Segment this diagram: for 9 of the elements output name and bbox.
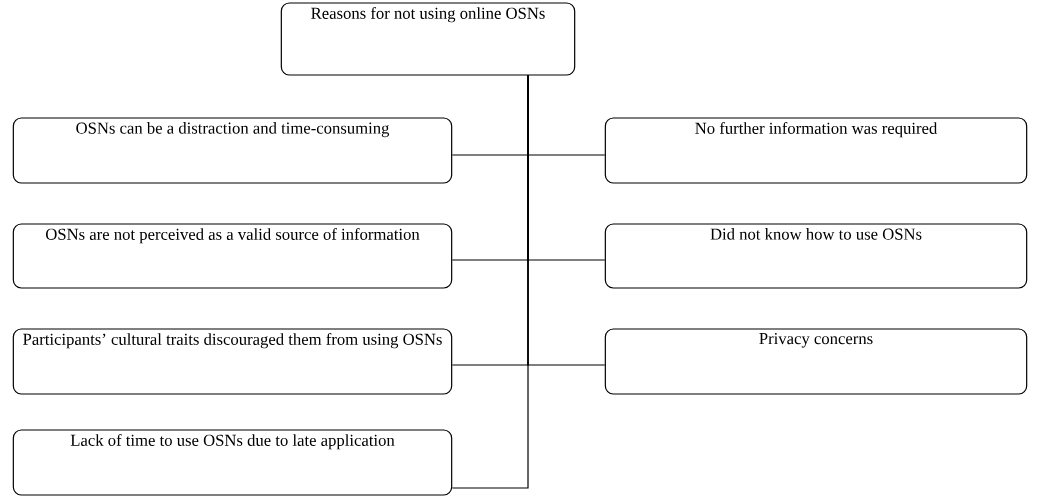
reason-box: Did not know how to use OSNs <box>604 223 1028 289</box>
reason-box: Participants’ cultural traits discouraged them from using OSNs <box>12 328 453 395</box>
heading-box: Reasons for not using online OSNs <box>280 2 576 76</box>
reason-box: Privacy concerns <box>604 328 1028 395</box>
reason-box: Lack of time to use OSNs due to late application <box>12 429 453 496</box>
connector-line <box>451 75 529 489</box>
reason-box: OSNs can be a distraction and time-consuming <box>12 117 453 184</box>
reason-box: OSNs are not perceived as a valid source of information <box>12 223 453 289</box>
reason-box: No further information was required <box>604 117 1028 184</box>
